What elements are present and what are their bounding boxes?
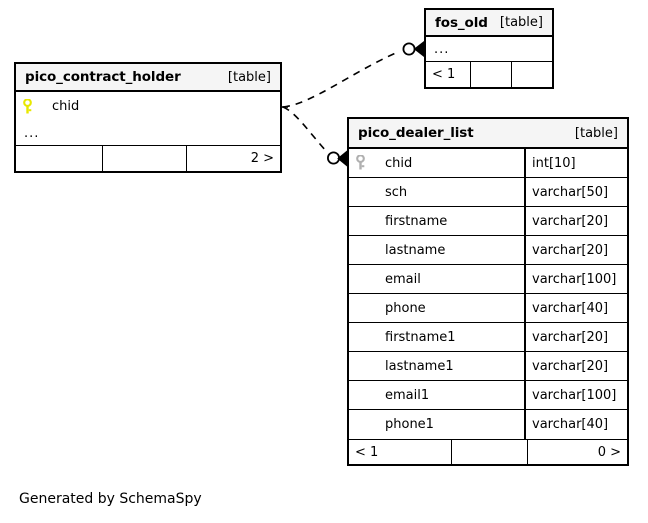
generated-by-caption: Generated by SchemaSpy (19, 491, 202, 507)
column-row[interactable]: firstname varchar[20] (349, 207, 627, 236)
column-type: varchar[20] (524, 352, 627, 380)
table-name: pico_contract_holder (25, 69, 181, 85)
footer-outgoing-count: 2 > (186, 146, 280, 171)
footer-middle-cell (102, 146, 186, 171)
column-type: varchar[40] (524, 294, 627, 322)
primary-key-icon (16, 92, 38, 121)
column-name-cell: chid (371, 149, 524, 177)
column-name-cell: email1 (371, 381, 524, 409)
table-header: fos_old [table] (426, 10, 552, 37)
table-name: fos_old (435, 14, 488, 31)
table-footer: < 1 (426, 62, 552, 87)
column-name-cell: firstname (371, 207, 524, 235)
column-type (274, 92, 280, 121)
no-key-icon (349, 265, 371, 293)
more-columns-indicator[interactable]: ... (426, 37, 552, 62)
table-type-tag: [table] (574, 125, 618, 141)
cardinality-many-marker (413, 40, 424, 58)
column-name-cell: phone (371, 294, 524, 322)
relationship-line (282, 106, 328, 153)
no-key-icon (349, 352, 371, 380)
column-name-cell: sch (371, 178, 524, 206)
column-name-cell: chid (38, 92, 274, 121)
table-pico-dealer-list[interactable]: pico_dealer_list [table] chid int[10] (347, 117, 629, 466)
column-name-cell: email (371, 265, 524, 293)
cardinality-zero-marker (402, 42, 416, 56)
footer-outgoing-count (511, 62, 552, 87)
column-type: varchar[20] (524, 207, 627, 235)
column-row[interactable]: lastname varchar[20] (349, 236, 627, 265)
relationship-contract-holder-to-fos-old (282, 40, 424, 108)
table-header: pico_dealer_list [table] (349, 119, 627, 149)
table-fos-old[interactable]: fos_old [table] ... < 1 (424, 8, 554, 89)
table-header: pico_contract_holder [table] (16, 64, 280, 92)
column-type: int[10] (524, 149, 627, 177)
table-name: pico_dealer_list (358, 125, 474, 141)
column-row[interactable]: phone varchar[40] (349, 294, 627, 323)
column-type: varchar[100] (524, 265, 627, 293)
column-type: varchar[20] (524, 236, 627, 264)
column-type: varchar[40] (524, 410, 627, 439)
table-columns: chid (16, 92, 280, 121)
column-row[interactable]: email1 varchar[100] (349, 381, 627, 410)
column-type: varchar[100] (524, 381, 627, 409)
column-name: lastname1 (385, 358, 454, 374)
column-type: varchar[50] (524, 178, 627, 206)
more-columns-indicator[interactable]: ... (16, 121, 280, 146)
column-name-cell: lastname (371, 236, 524, 264)
column-row[interactable]: chid (16, 92, 280, 121)
relationship-line (282, 51, 399, 108)
column-name: chid (385, 155, 413, 171)
no-key-icon (349, 323, 371, 351)
column-name: chid (52, 99, 80, 114)
column-name: phone1 (385, 417, 434, 432)
column-name: email (385, 271, 421, 287)
no-key-icon (349, 207, 371, 235)
footer-incoming-count: < 1 (432, 67, 456, 82)
footer-middle-cell (470, 62, 511, 87)
no-key-icon (349, 381, 371, 409)
column-type: varchar[20] (524, 323, 627, 351)
column-name-cell: phone1 (371, 410, 524, 439)
column-name: email1 (385, 387, 430, 403)
column-name: firstname1 (385, 329, 456, 345)
table-type-tag: [table] (227, 69, 271, 85)
table-columns: chid int[10] sch varchar[50] firstname (349, 149, 627, 439)
relationship-contract-holder-to-dealer-list (278, 106, 347, 167)
column-row[interactable]: firstname1 varchar[20] (349, 323, 627, 352)
column-row[interactable]: lastname1 varchar[20] (349, 352, 627, 381)
column-name: lastname (385, 242, 446, 258)
foreign-key-icon (349, 149, 371, 177)
cardinality-many-marker (337, 150, 347, 167)
cardinality-zero-marker (326, 151, 340, 165)
no-key-icon (349, 410, 371, 439)
column-row[interactable]: email varchar[100] (349, 265, 627, 294)
table-footer: < 1 0 > (349, 439, 627, 464)
column-row[interactable]: phone1 varchar[40] (349, 410, 627, 439)
column-name: firstname (385, 213, 448, 229)
column-name: phone (385, 300, 426, 316)
column-name: sch (385, 184, 408, 200)
column-name-cell: lastname1 (371, 352, 524, 380)
column-row[interactable]: sch varchar[50] (349, 178, 627, 207)
column-name-cell: firstname1 (371, 323, 524, 351)
table-footer: 2 > (16, 146, 280, 171)
footer-incoming-count: < 1 (355, 444, 379, 460)
table-type-tag: [table] (499, 15, 543, 30)
footer-middle-cell (451, 440, 527, 464)
footer-incoming-count (16, 146, 102, 171)
column-row[interactable]: chid int[10] (349, 149, 627, 178)
table-pico-contract-holder[interactable]: pico_contract_holder [table] chid ... (14, 62, 282, 173)
no-key-icon (349, 294, 371, 322)
no-key-icon (349, 236, 371, 264)
footer-outgoing-count: 0 > (527, 440, 627, 464)
no-key-icon (349, 178, 371, 206)
